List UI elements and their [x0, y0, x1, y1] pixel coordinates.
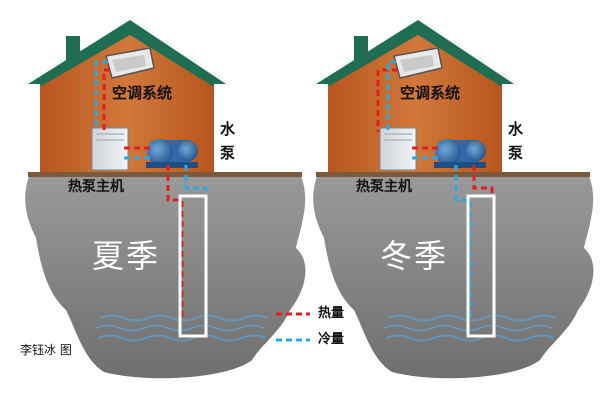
heat-pump-label: 热泵主机: [68, 179, 124, 195]
image-credit: 李钰冰 图: [20, 343, 72, 357]
ground-mass: [313, 174, 594, 379]
ac-system-label: 空调系统: [400, 84, 461, 102]
heat-pump-unit: [379, 127, 417, 171]
legend-cold-label: 冷量: [318, 332, 345, 347]
cold-pipes: [386, 60, 472, 320]
chimney: [66, 36, 80, 60]
heat-pump-label: 热泵主机: [356, 179, 412, 195]
pump-label-bottom: 泵: [220, 144, 236, 162]
pump-label-bottom: 泵: [508, 144, 524, 162]
borehole: [178, 194, 208, 338]
legend-hot-label: 热量: [318, 306, 345, 321]
season-label-summer: 夏季: [92, 237, 161, 275]
house-wall: [328, 32, 502, 172]
house-winter: [313, 20, 594, 379]
season-label-winter: 冬季: [380, 237, 449, 275]
house-wall: [40, 32, 214, 172]
pump-label-top: 水: [220, 120, 236, 138]
borehole: [466, 194, 496, 338]
ground-surface: [316, 172, 590, 177]
house-summer: [25, 20, 306, 379]
ground-surface: [28, 172, 302, 177]
ac-system-label: 空调系统: [112, 84, 173, 102]
hot-pipes: [102, 68, 184, 320]
heat-pump-unit: [91, 127, 129, 171]
pump-label-top: 水: [508, 120, 524, 138]
water-pump: [434, 139, 486, 168]
ground-mass: [25, 174, 306, 379]
ac-unit: [393, 47, 443, 79]
chimney: [354, 36, 368, 60]
hot-pipes: [376, 68, 494, 196]
cold-pipes: [94, 60, 208, 196]
water-pump: [146, 139, 198, 168]
